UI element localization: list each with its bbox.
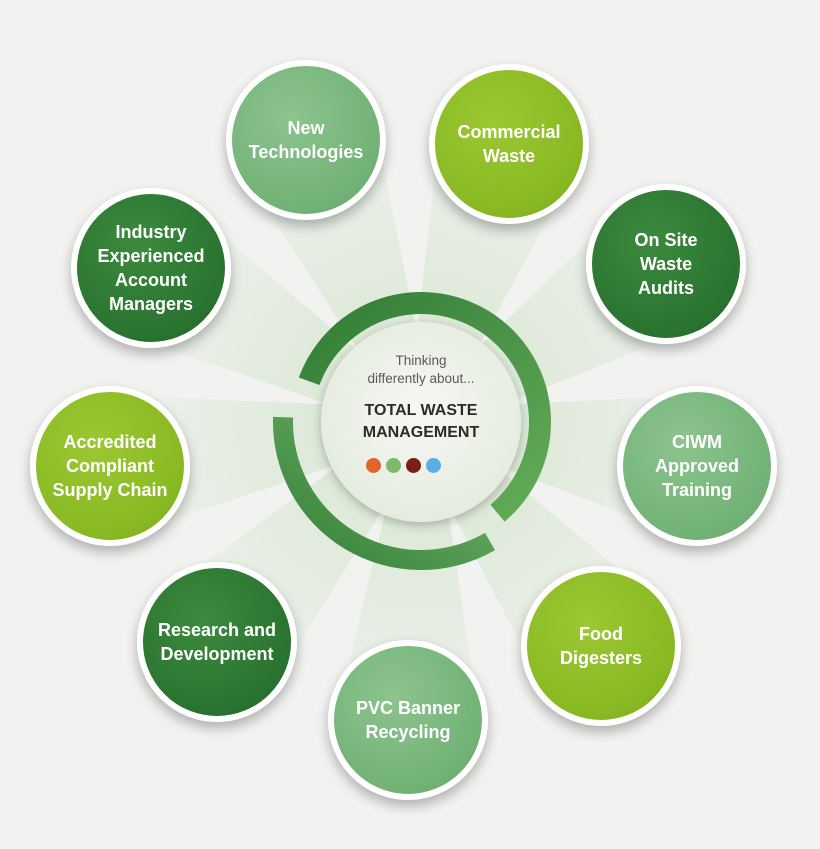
maroon-dot (406, 458, 421, 473)
node-commercial-waste: Commercial Waste (429, 64, 589, 224)
node-ciwm-approved-training: CIWM Approved Training (617, 386, 777, 546)
green-dot (386, 458, 401, 473)
center-title: TOTAL WASTE MANAGEMENT (362, 402, 480, 441)
node-food-digesters: Food Digesters (521, 566, 681, 726)
node-research-and-development: Research and Development (137, 562, 297, 722)
center-dots (366, 458, 441, 473)
node-pvc-banner-recycling: PVC Banner Recycling (328, 640, 488, 800)
node-accredited-compliant-supply-chain: Accredited Compliant Supply Chain (30, 386, 190, 546)
node-on-site-waste-audits: On Site Waste Audits (586, 184, 746, 344)
blue-dot (426, 458, 441, 473)
center-tagline: Thinking differently about... (367, 353, 475, 386)
node-new-technologies: New Technologies (226, 60, 386, 220)
node-industry-experienced-account-managers: Industry Experienced Account Managers (71, 188, 231, 348)
orange-dot (366, 458, 381, 473)
